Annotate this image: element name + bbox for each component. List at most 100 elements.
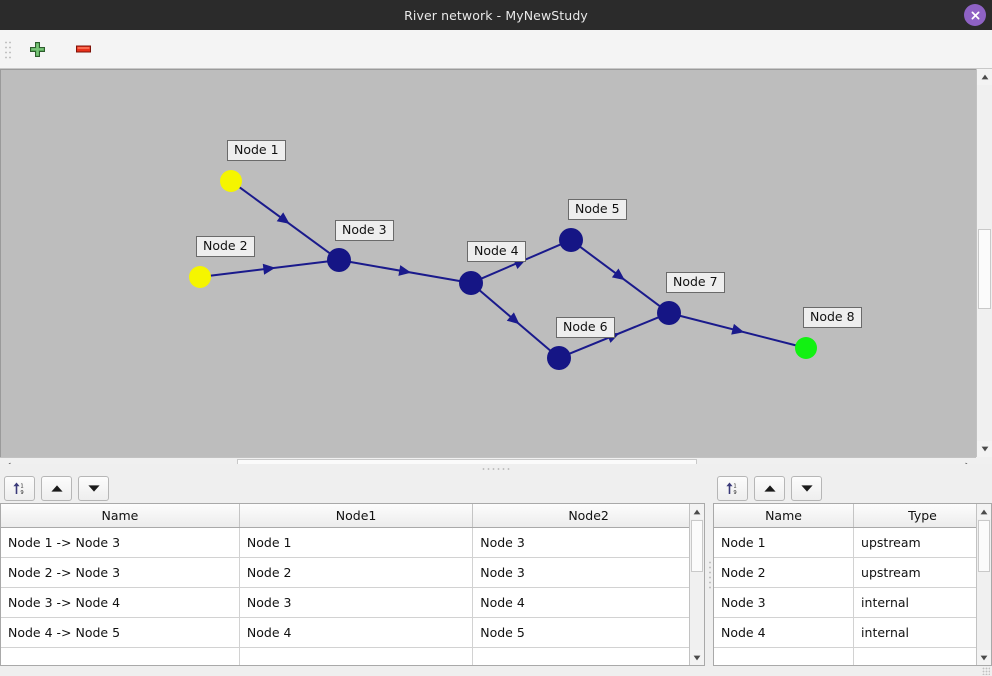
nodes-table-cell-name[interactable]: Node 3 xyxy=(714,587,855,618)
edge-layer xyxy=(209,186,797,355)
nodes-table-row[interactable] xyxy=(714,647,991,665)
arrow-down-icon xyxy=(87,484,100,492)
reaches-table-cell-name[interactable]: Node 2 -> Node 3 xyxy=(1,557,240,588)
delete-minus-icon xyxy=(75,45,91,53)
graph-node-node-3[interactable] xyxy=(327,248,351,272)
svg-text:9: 9 xyxy=(733,490,736,496)
reaches-table-cell-node2[interactable] xyxy=(472,647,704,665)
nodes-table-cell-name[interactable] xyxy=(714,647,855,665)
graph-node-node-2[interactable] xyxy=(189,266,211,288)
nodes-move-down-button[interactable] xyxy=(791,475,822,501)
graph-node-node-6[interactable] xyxy=(547,346,571,370)
node-label-node-4[interactable]: Node 4 xyxy=(467,241,526,262)
node-label-node-6[interactable]: Node 6 xyxy=(556,317,615,338)
reaches-table-cell-node2[interactable]: Node 4 xyxy=(472,587,704,618)
node-label-node-2[interactable]: Node 2 xyxy=(196,236,255,257)
nodes-scroll-thumb[interactable] xyxy=(978,520,990,572)
reaches-table-column-header-node2[interactable]: Node2 xyxy=(472,504,704,528)
nodes-vertical-scrollbar[interactable] xyxy=(976,504,991,665)
graph-node-node-7[interactable] xyxy=(657,301,681,325)
graph-node-node-5[interactable] xyxy=(559,228,583,252)
edge-arrowhead-icon xyxy=(262,263,276,275)
canvas-vertical-scrollbar[interactable] xyxy=(976,69,992,457)
reaches-table-cell-node1[interactable]: Node 4 xyxy=(239,617,474,648)
nodes-table-cell-type[interactable]: internal xyxy=(853,617,991,648)
chevron-up-icon xyxy=(981,74,988,80)
node-label-node-3[interactable]: Node 3 xyxy=(335,220,394,241)
nodes-scroll-down-button[interactable] xyxy=(977,650,991,665)
close-button[interactable] xyxy=(964,4,986,26)
graph-node-node-1[interactable] xyxy=(220,170,242,192)
reaches-table-cell-node2[interactable]: Node 3 xyxy=(472,557,704,588)
graph-node-node-8[interactable] xyxy=(795,337,817,359)
nodes-table-cell-name[interactable]: Node 1 xyxy=(714,527,855,558)
horizontal-splitter[interactable] xyxy=(0,464,992,473)
reaches-table-column-header-name[interactable]: Name xyxy=(1,504,240,528)
nodes-scroll-up-button[interactable] xyxy=(977,504,991,519)
nodes-sort-button[interactable]: 1 9 xyxy=(717,475,748,501)
nodes-table-cell-type[interactable]: internal xyxy=(853,587,991,618)
graph-node-node-4[interactable] xyxy=(459,271,483,295)
reaches-table-cell-name[interactable]: Node 4 -> Node 5 xyxy=(1,617,240,648)
add-node-button[interactable] xyxy=(22,35,52,63)
reaches-scroll-down-button[interactable] xyxy=(690,650,704,665)
arrow-up-icon xyxy=(50,484,63,492)
node-label-node-8[interactable]: Node 8 xyxy=(803,307,862,328)
nodes-table-cell-name[interactable]: Node 2 xyxy=(714,557,855,588)
nodes-move-up-button[interactable] xyxy=(754,475,785,501)
reaches-table-cell-name[interactable] xyxy=(1,647,240,665)
reaches-table-column-header-node1[interactable]: Node1 xyxy=(239,504,474,528)
window-resize-grip[interactable] xyxy=(982,667,990,675)
reaches-scroll-thumb[interactable] xyxy=(691,520,703,572)
canvas-vertical-scroll-thumb[interactable] xyxy=(978,229,991,309)
scroll-up-button[interactable] xyxy=(977,69,992,85)
nodes-table-cell-type[interactable]: upstream xyxy=(853,527,991,558)
nodes-table-cell-type[interactable]: upstream xyxy=(853,557,991,588)
reaches-table-cell-name[interactable]: Node 1 -> Node 3 xyxy=(1,527,240,558)
reaches-vertical-scrollbar[interactable] xyxy=(689,504,704,665)
reaches-table-cell-node1[interactable]: Node 2 xyxy=(239,557,474,588)
node-label-node-5[interactable]: Node 5 xyxy=(568,199,627,220)
reaches-table-cell-node2[interactable]: Node 5 xyxy=(472,617,704,648)
reaches-table-cell-node1[interactable] xyxy=(239,647,474,665)
main-toolbar xyxy=(0,30,992,69)
window-titlebar: River network - MyNewStudy xyxy=(0,0,992,30)
nodes-toolbar: 1 9 xyxy=(713,473,992,503)
nodes-table-cell-name[interactable]: Node 4 xyxy=(714,617,855,648)
scroll-down-button[interactable] xyxy=(977,441,992,457)
nodes-table-cell-type[interactable] xyxy=(853,647,991,665)
reaches-table-row[interactable] xyxy=(1,647,704,665)
edge-arrowhead-icon xyxy=(731,323,745,335)
vertical-splitter[interactable] xyxy=(705,473,713,676)
reaches-table-cell-name[interactable]: Node 3 -> Node 4 xyxy=(1,587,240,618)
nodes-table-column-header-type[interactable]: Type xyxy=(853,504,991,528)
reaches-table-cell-node1[interactable]: Node 3 xyxy=(239,587,474,618)
node-label-node-1[interactable]: Node 1 xyxy=(227,140,286,161)
reaches-sort-button[interactable]: 1 9 xyxy=(4,475,35,501)
reaches-move-up-button[interactable] xyxy=(41,475,72,501)
river-network-canvas[interactable]: Node 1 Node 2 Node 3 Node 4 Node 5 Node 6 Node… xyxy=(0,69,992,457)
splitter-grip-icon xyxy=(707,559,711,590)
reaches-scroll-up-button[interactable] xyxy=(690,504,704,519)
add-plus-icon xyxy=(29,41,45,57)
sort-ascending-icon: 1 9 xyxy=(726,482,737,496)
edge-arrowhead-icon xyxy=(276,212,290,224)
delete-node-button[interactable] xyxy=(68,35,98,63)
window-title: River network - MyNewStudy xyxy=(404,7,588,23)
reaches-table-cell-node2[interactable]: Node 3 xyxy=(472,527,704,558)
toolbar-drag-handle[interactable] xyxy=(3,39,12,59)
reaches-table-cell-node1[interactable]: Node 1 xyxy=(239,527,474,558)
reaches-move-down-button[interactable] xyxy=(78,475,109,501)
nodes-table-column-header-name[interactable]: Name xyxy=(714,504,855,528)
node-label-node-7[interactable]: Node 7 xyxy=(666,272,725,293)
